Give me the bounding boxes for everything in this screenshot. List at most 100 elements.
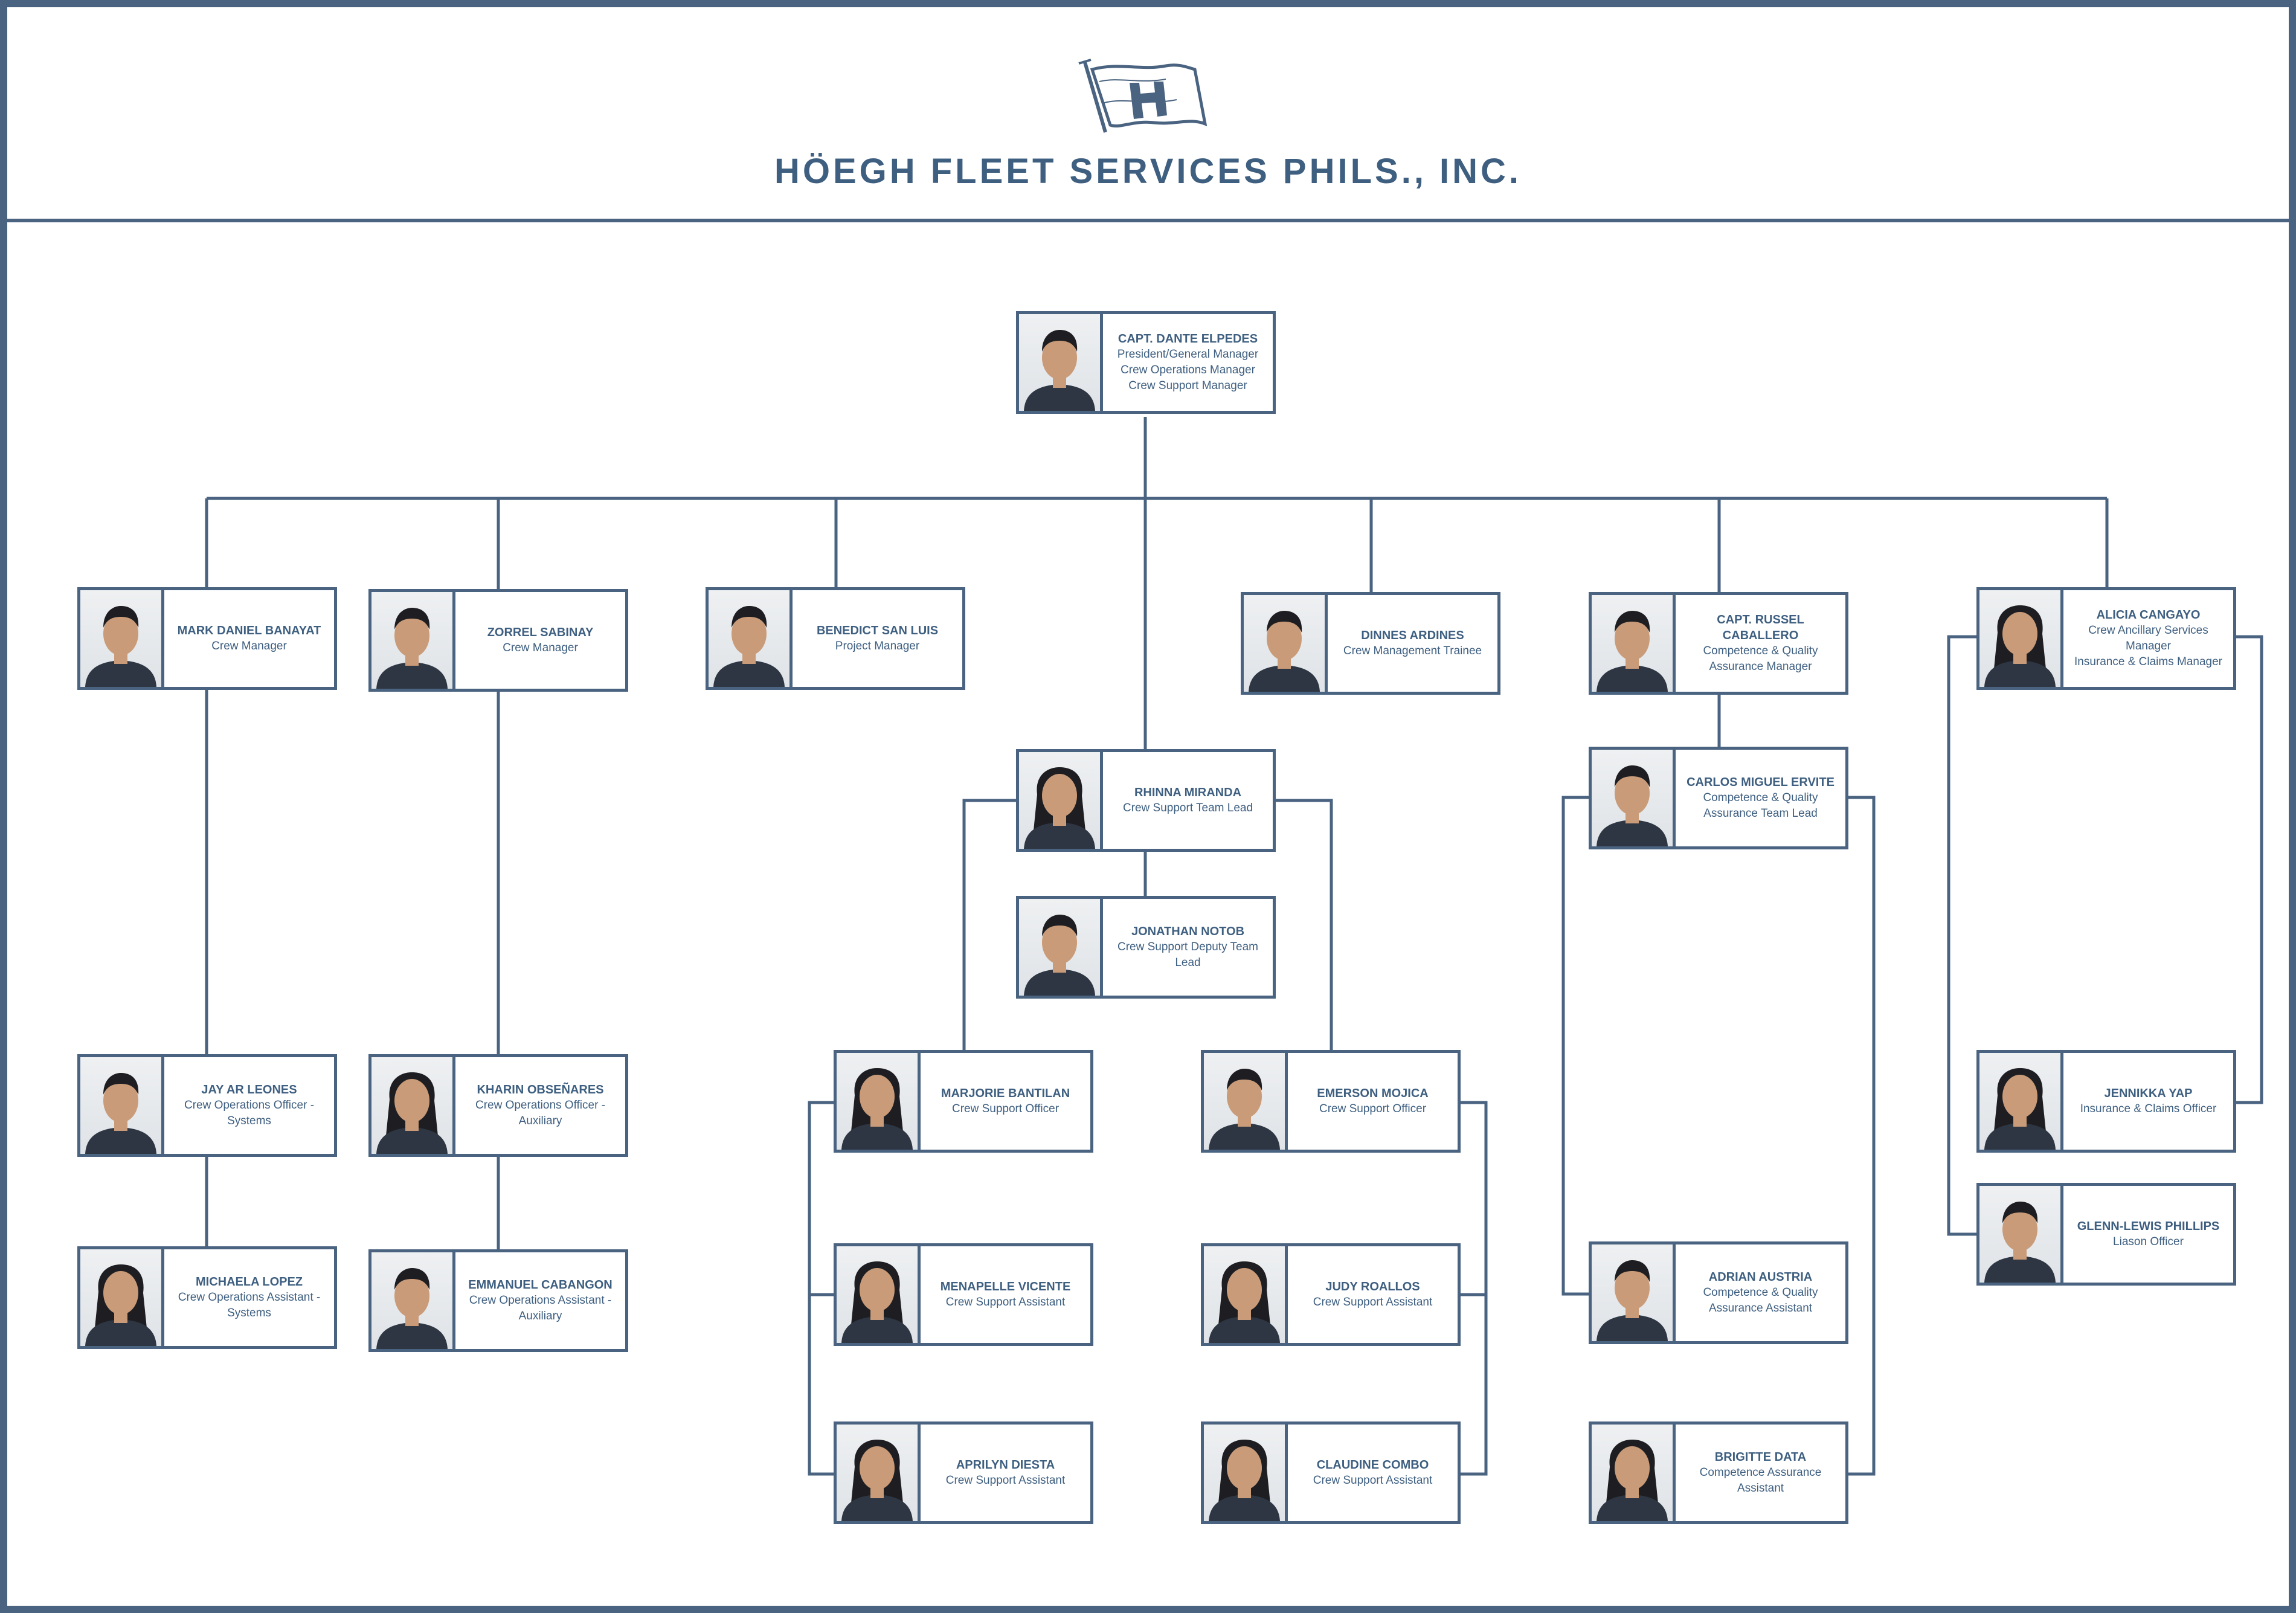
person-name: EMMANUEL CABANGON	[468, 1278, 613, 1292]
person-role: Auxiliary	[518, 1310, 562, 1322]
person-photo-jayar	[80, 1057, 164, 1154]
avatar-icon	[1984, 1202, 2056, 1283]
person-role: Assurance Team Lead	[1703, 807, 1818, 820]
person-role: Crew Support Team Lead	[1122, 802, 1253, 814]
person-role: Crew Support Manager	[1128, 379, 1247, 392]
person-role: Crew Support Assistant	[945, 1296, 1066, 1309]
person-name: ALICIA CANGAYO	[2096, 608, 2201, 622]
person-name: MARK DANIEL BANAYAT	[177, 624, 321, 637]
avatar-icon	[85, 1264, 156, 1346]
avatar-icon	[85, 1073, 156, 1154]
header-divider	[0, 219, 2296, 222]
person-role: Assurance Assistant	[1708, 1302, 1813, 1315]
person-name: JAY AR LEONES	[201, 1083, 297, 1096]
person-name: CARLOS MIGUEL ERVITE	[1687, 776, 1835, 789]
avatar-icon	[1024, 330, 1095, 411]
person-name: JENNIKKA YAP	[2104, 1087, 2193, 1100]
avatar-icon	[85, 606, 156, 687]
person-role: Crew Manager	[503, 642, 578, 654]
person-role: Competence & Quality	[1703, 645, 1818, 657]
person-photo-adrian	[1592, 1244, 1676, 1341]
person-role: Competence & Quality	[1703, 1286, 1818, 1299]
person-role: Systems	[227, 1115, 271, 1127]
person-name: APRILYN DIESTA	[956, 1458, 1055, 1472]
person-name: CAPT. DANTE ELPEDES	[1117, 332, 1258, 346]
person-name: BRIGITTE DATA	[1714, 1450, 1807, 1464]
person-info-dinnes: DINNES ARDINES Crew Management Trainee	[1328, 595, 1497, 692]
hoegh-flag-logo-icon	[1075, 57, 1214, 139]
person-photo-jonathan	[1019, 899, 1103, 996]
person-info-mark: MARK DANIEL BANAYAT Crew Manager	[164, 590, 334, 687]
person-card-emmanuel: EMMANUEL CABANGON Crew Operations Assista…	[368, 1249, 628, 1352]
avatar-icon	[1984, 605, 2056, 687]
person-role: Crew Manager	[211, 640, 287, 652]
person-role: Auxiliary	[518, 1115, 562, 1127]
person-photo-emerson	[1204, 1053, 1288, 1150]
person-role: Assurance Manager	[1709, 660, 1812, 673]
person-photo-jennikka	[1979, 1053, 2063, 1150]
person-role: President/General Manager	[1117, 348, 1259, 361]
person-card-aprilyn: APRILYN DIESTA Crew Support Assistant	[834, 1421, 1093, 1524]
person-role: Crew Support Assistant	[945, 1474, 1066, 1487]
person-role: Crew Operations Assistant -	[178, 1291, 321, 1304]
person-role: Competence Assurance	[1699, 1466, 1822, 1479]
avatar-icon	[841, 1068, 913, 1150]
person-name: CLAUDINE COMBO	[1316, 1458, 1429, 1472]
person-photo-dante	[1019, 314, 1103, 411]
person-name: EMERSON MOJICA	[1317, 1087, 1429, 1100]
person-photo-aprilyn	[837, 1425, 921, 1521]
person-role: Crew Support Assistant	[1313, 1474, 1433, 1487]
person-info-russel: CAPT. RUSSEL CABALLERO Competence & Quali…	[1676, 595, 1845, 692]
person-card-alicia: ALICIA CANGAYO Crew Ancillary Services Ma…	[1976, 587, 2236, 690]
person-photo-emmanuel	[371, 1252, 455, 1349]
person-role: Crew Support Officer	[951, 1103, 1060, 1115]
person-photo-claudine	[1204, 1425, 1288, 1521]
avatar-icon	[1209, 1440, 1280, 1521]
avatar-icon	[1597, 1260, 1668, 1341]
person-role: Crew Support Assistant	[1313, 1296, 1433, 1309]
person-card-emerson: EMERSON MOJICA Crew Support Officer	[1201, 1050, 1461, 1153]
person-role: Crew Operations Officer -	[475, 1099, 606, 1112]
person-role: Crew Ancillary Services Manager	[2088, 624, 2208, 652]
person-name: DINNES ARDINES	[1361, 629, 1464, 642]
person-photo-carlos	[1592, 750, 1676, 846]
avatar-icon	[1024, 915, 1095, 996]
person-card-dante: CAPT. DANTE ELPEDES President/General Man…	[1016, 311, 1276, 414]
company-title: HÖEGH FLEET SERVICES PHILS., INC.	[774, 152, 1522, 191]
avatar-icon	[841, 1440, 913, 1521]
person-photo-russel	[1592, 595, 1676, 692]
person-role: Crew Support Officer	[1319, 1103, 1427, 1115]
person-role: Project Manager	[835, 640, 920, 652]
avatar-icon	[376, 1072, 448, 1154]
person-photo-michaela	[80, 1249, 164, 1346]
person-role: Crew Operations Assistant -	[469, 1294, 612, 1307]
avatar-icon	[1984, 1068, 2056, 1150]
person-name: JONATHAN NOTOB	[1131, 925, 1245, 938]
person-role: Crew Management Trainee	[1343, 645, 1482, 657]
person-card-mark: MARK DANIEL BANAYAT Crew Manager	[77, 587, 337, 690]
avatar-icon	[1597, 1440, 1668, 1521]
avatar-icon	[713, 606, 785, 687]
person-info-dante: CAPT. DANTE ELPEDES President/General Man…	[1103, 314, 1273, 411]
person-photo-benedict	[709, 590, 793, 687]
person-name: CAPT. RUSSEL CABALLERO	[1717, 613, 1804, 642]
person-info-aprilyn: APRILYN DIESTA Crew Support Assistant	[921, 1425, 1090, 1521]
